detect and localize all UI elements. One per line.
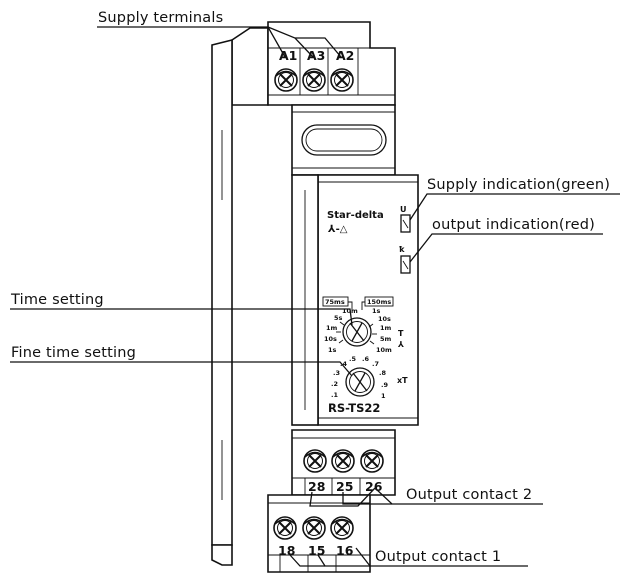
t-label: T [398,329,404,338]
terminal-15: 15 [308,543,325,558]
callout-labels: Supply terminals Supply indication(green… [10,10,610,565]
terminal-screw[interactable] [360,449,384,473]
scale-right-5m: 5m [380,335,392,343]
fine-scale-01: .1 [331,391,338,399]
terminal-screw[interactable] [330,68,354,92]
label-output-contact-1: Output contact 1 [375,549,501,565]
led-indicators [400,214,411,274]
terminal-screw[interactable] [331,449,355,473]
housing-back [211,27,269,566]
fine-scale-07: .7 [372,360,379,368]
terminal-screws [273,68,384,540]
scale-right-10s: 10s [378,315,391,323]
label-output-indication: output indication(red) [432,217,595,233]
terminal-26: 26 [365,479,383,494]
terminal-screw[interactable] [330,516,354,540]
scale-right-1m: 1m [380,324,392,332]
terminal-25: 25 [336,479,353,494]
fine-scale-08: .8 [379,369,386,377]
range-left-label: 75ms [325,298,345,306]
supply-led [400,214,411,233]
fine-scale-04: .4 [340,360,347,368]
fine-scale-03: .3 [333,369,340,377]
scale-right-10m: 10m [376,346,392,354]
xt-label: xT [397,376,408,385]
callout-lines [10,26,620,567]
fine-knob[interactable] [345,367,375,397]
product-name: Star-delta [327,210,384,221]
led-r-label: ꝁ [399,245,405,254]
range-right-label: 150ms [367,298,391,306]
terminal-labels: A1 A3 A2 28 25 26 18 15 16 [278,48,383,558]
label-supply-terminals: Supply terminals [98,10,223,26]
terminal-screw[interactable] [273,516,297,540]
label-fine-time-setting: Fine time setting [11,345,136,361]
scale-left-10s: 10s [324,335,337,343]
terminal-screw[interactable] [274,68,298,92]
fine-scale-10: 1 [381,392,386,400]
t-symbol: ⅄ [397,340,404,349]
model-name: RS-TS22 [328,401,380,415]
fine-scale-05: .5 [349,355,356,363]
terminal-16: 16 [336,543,354,558]
fine-time-dial: .1 .2 .3 .4 .5 .6 .7 .8 .9 1 [331,355,388,400]
terminal-a3: A3 [307,48,325,63]
time-setting-dial: 75ms 150ms 10m 5s 1m 10s 1s 1s 10s 1m 5m… [322,296,394,354]
scale-left-1s: 1s [328,346,337,354]
fine-scale-09: .9 [381,381,388,389]
scale-left-5s: 5s [334,314,343,322]
fine-scale-06: .6 [362,355,369,363]
scale-left-1m: 1m [326,324,338,332]
terminal-screw[interactable] [303,449,327,473]
terminal-screw[interactable] [302,68,326,92]
terminal-a1: A1 [279,48,297,63]
panel-text: Star-delta ⅄-△ RS-TS22 U ꝁ T ⅄ xT [327,205,408,415]
label-supply-indication: Supply indication(green) [427,177,610,193]
fine-scale-02: .2 [331,380,338,388]
terminal-screw[interactable] [302,516,326,540]
middle-section [291,104,396,176]
range-right-box [364,296,394,307]
time-knob[interactable] [342,317,372,347]
terminal-a2: A2 [336,48,354,63]
label-output-contact-2: Output contact 2 [406,487,532,503]
range-left-box [322,296,349,307]
output-led [400,255,411,274]
label-time-setting: Time setting [10,292,104,308]
led-u-label: U [400,205,407,214]
front-panel [291,174,419,426]
terminal-28: 28 [308,479,325,494]
product-symbol: ⅄-△ [328,224,348,235]
terminal-18: 18 [278,543,295,558]
scale-right-1s: 1s [372,307,381,315]
